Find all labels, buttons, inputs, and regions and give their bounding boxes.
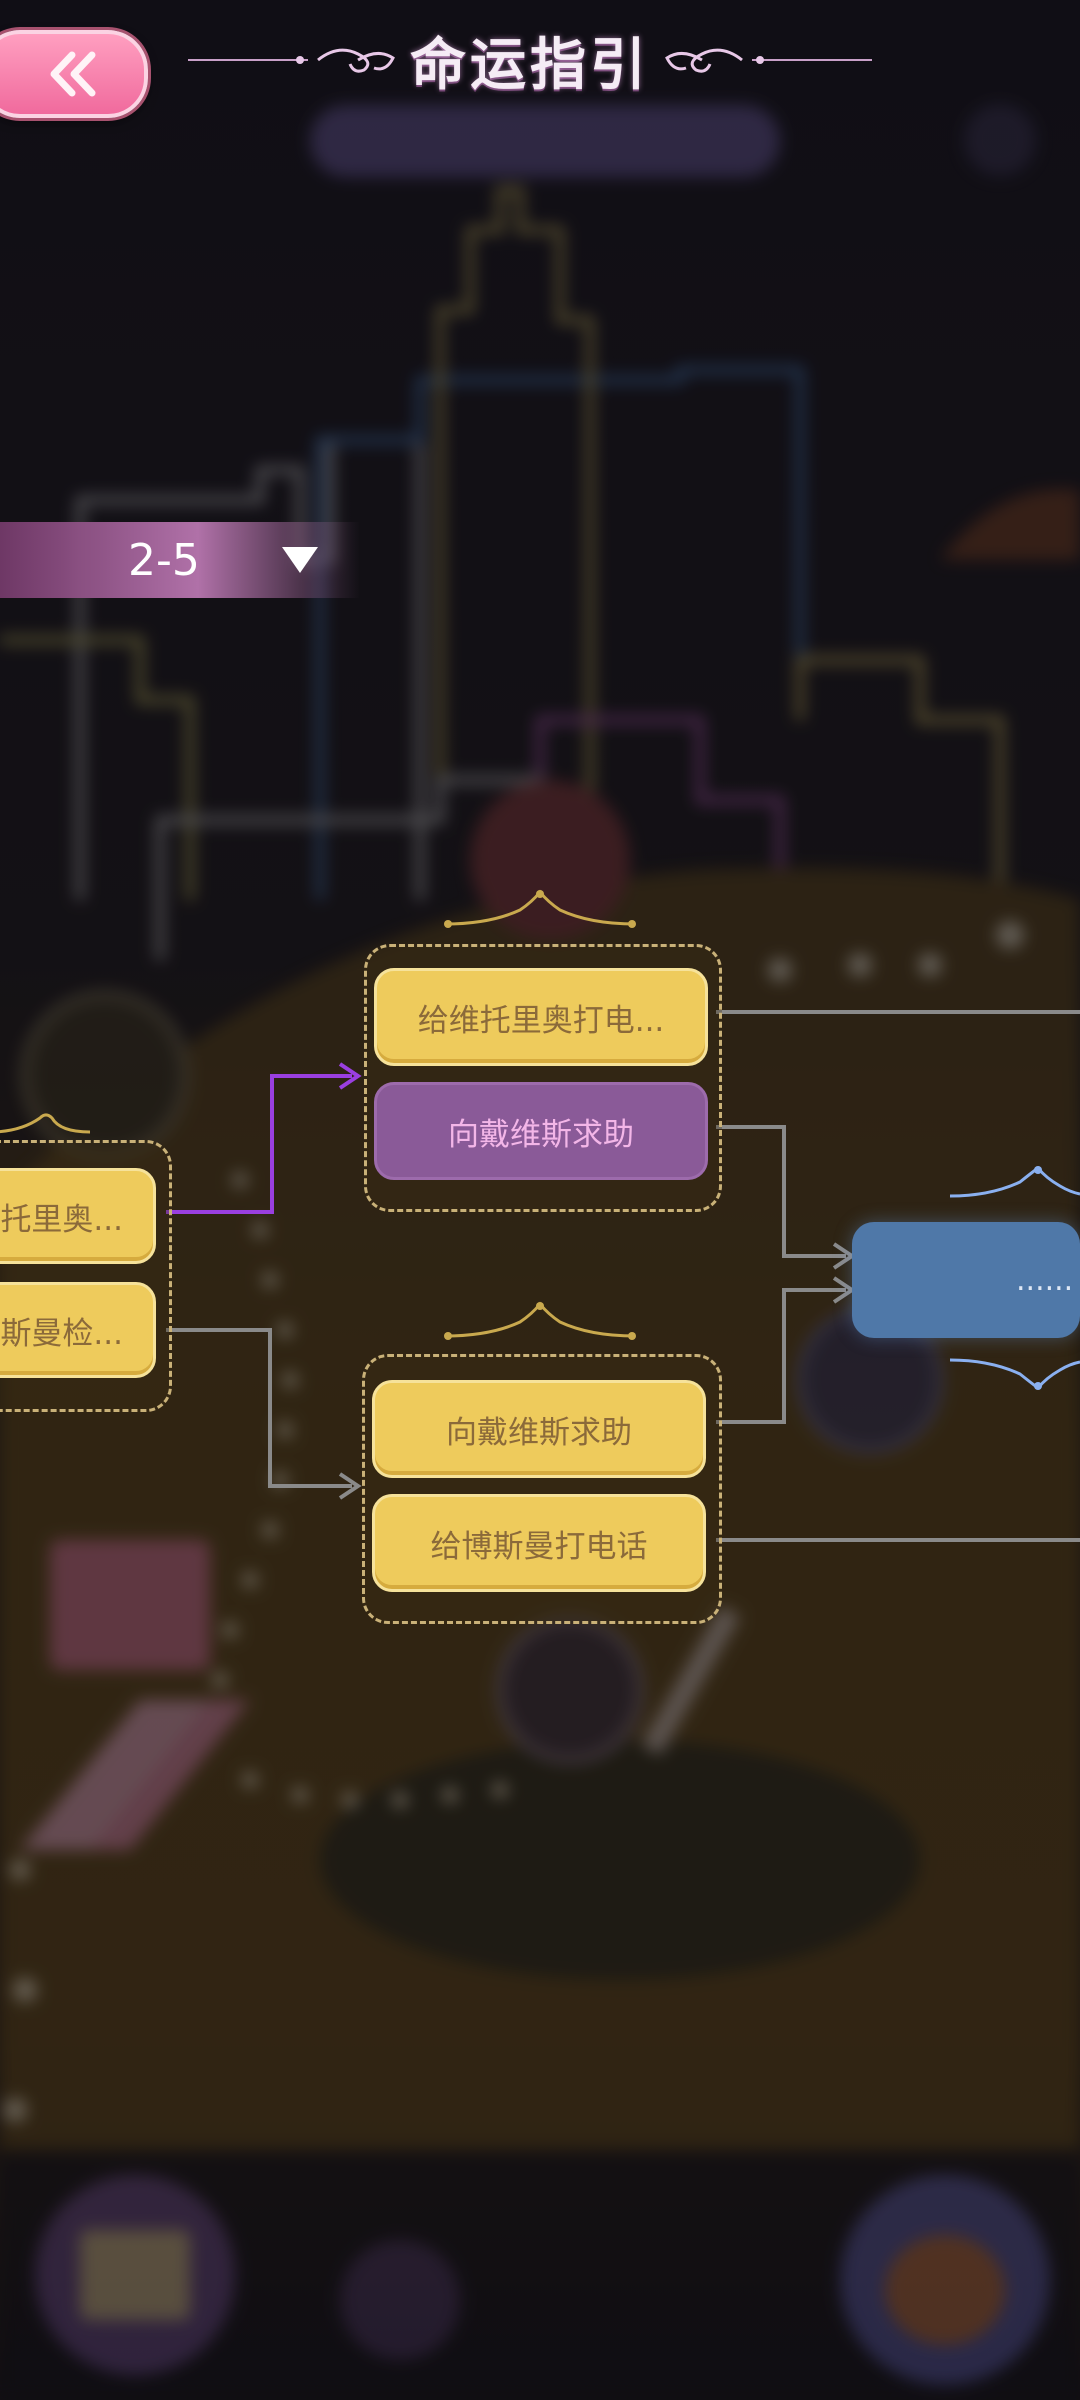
triangle-down-icon [281,547,318,573]
result-ornament-bottom-icon [950,1358,1080,1390]
level-selector-value: 2-5 [128,534,200,586]
double-chevron-left-icon [50,51,96,97]
title-bar: 命运指引 [180,20,880,100]
title-ornament-right-icon [665,48,872,73]
choice-lower-0[interactable]: 向戴维斯求助 [372,1380,706,1478]
result-ornament-top-icon [950,1166,1080,1198]
title-ornament-left-icon [188,48,395,73]
choice-lower-1[interactable]: 给博斯曼打电话 [372,1494,706,1592]
level-selector-dropdown[interactable]: 2-5 [0,522,360,598]
choice-upper-0[interactable]: 给维托里奥打电... [374,968,708,1066]
group-ornament-icon [444,889,636,928]
choice-upper-1-selected[interactable]: 向戴维斯求助 [374,1082,708,1180]
choice-left-0[interactable]: 托里奥... [0,1168,156,1264]
group-ornament-icon [444,1301,636,1340]
page-title: 命运指引 [410,32,650,98]
group-ornament-icon [0,1113,90,1134]
back-button[interactable] [0,30,148,118]
result-node[interactable]: ...... [852,1222,1080,1338]
choice-left-1[interactable]: 斯曼检... [0,1282,156,1378]
